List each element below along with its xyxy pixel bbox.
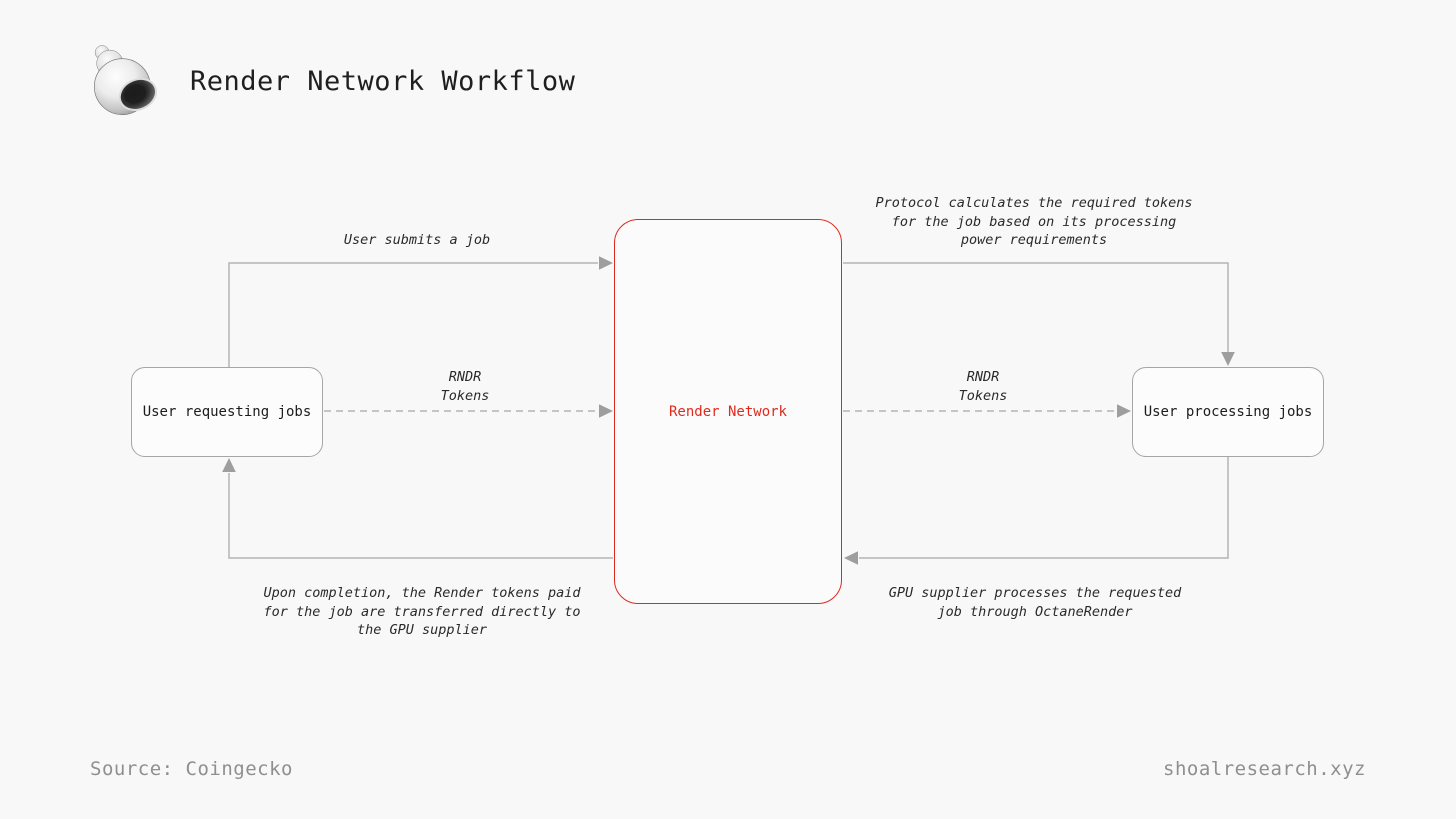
- edge-user-submits-line: [228, 262, 598, 367]
- node-user-requesting-jobs-label: User requesting jobs: [142, 404, 312, 420]
- edge-label-user-submits: User submits a job: [343, 232, 491, 248]
- edge-gpu-supplier-line: [859, 457, 1229, 559]
- shell-icon: [94, 45, 157, 115]
- edge-protocol-line: [843, 262, 1229, 353]
- edge-gpu-supplier-arrowhead: [844, 551, 858, 565]
- node-render-network: Render Network: [614, 219, 842, 604]
- edge-protocol-arrowhead: [1221, 352, 1235, 366]
- node-user-processing-jobs-label: User processing jobs: [1143, 404, 1313, 420]
- edge-upon-completion-line: [228, 473, 613, 559]
- edge-rndr-right-arrowhead: [1117, 404, 1131, 418]
- source-attribution: Source: Coingecko: [90, 758, 293, 780]
- shell-logo: [88, 40, 166, 124]
- node-user-requesting-jobs: User requesting jobs: [131, 367, 323, 457]
- edge-user-submits-arrowhead: [599, 256, 613, 270]
- node-render-network-label: Render Network: [668, 403, 787, 420]
- edge-label-rndr-tokens-left: RNDR Tokens: [440, 369, 490, 404]
- site-watermark: shoalresearch.xyz: [1163, 758, 1366, 780]
- edge-label-upon-completion: Upon completion, the Render tokens paid …: [263, 585, 581, 638]
- page-title: Render Network Workflow: [190, 66, 576, 97]
- edge-label-gpu-supplier: GPU supplier processes the requested job…: [888, 585, 1182, 620]
- edge-label-protocol-calculates: Protocol calculates the required tokens …: [875, 195, 1193, 248]
- edge-upon-completion-arrowhead: [222, 458, 236, 472]
- edge-label-rndr-tokens-right: RNDR Tokens: [958, 369, 1008, 404]
- edge-rndr-left-arrowhead: [599, 404, 613, 418]
- node-user-processing-jobs: User processing jobs: [1132, 367, 1324, 457]
